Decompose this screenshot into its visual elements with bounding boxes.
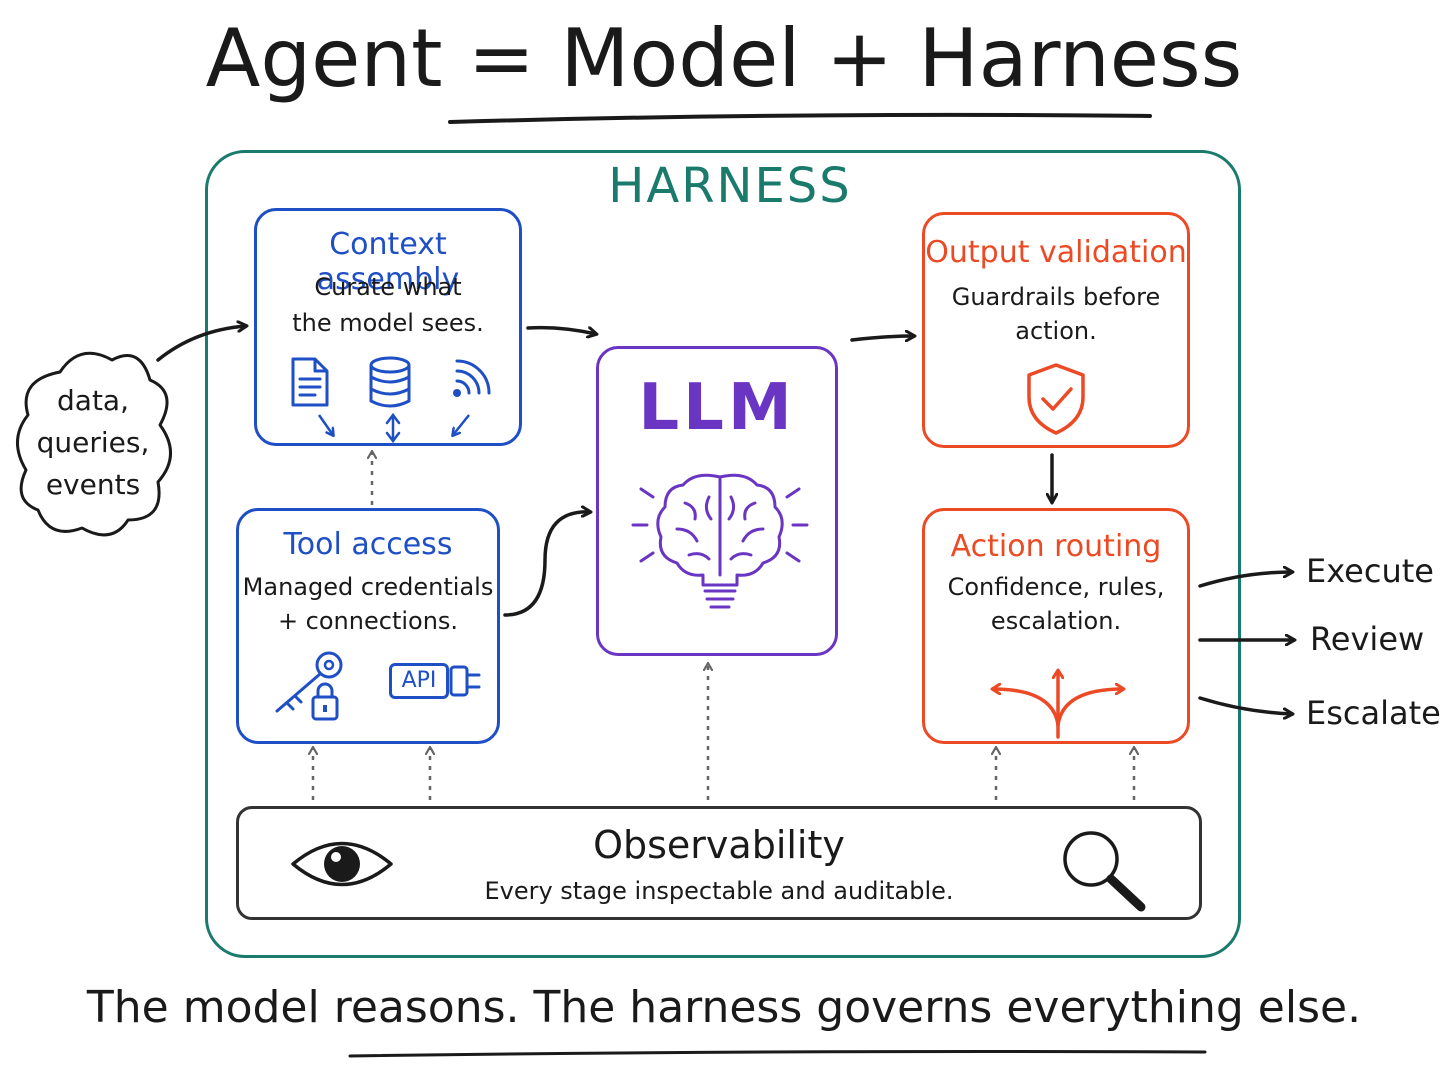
tool-access-desc-1: Managed credentials (242, 573, 494, 601)
arrow-to-escalate (1198, 696, 1292, 714)
context-assembly-desc-1: Curate what (314, 273, 462, 301)
document-icon (291, 357, 329, 407)
llm-box: LLM (596, 346, 838, 656)
llm-title: LLM (638, 371, 796, 445)
eye-icon (291, 841, 393, 887)
magnifier-icon (1063, 831, 1146, 912)
input-cloud-text: data, queries, events (28, 380, 158, 506)
observability-desc: Every stage inspectable and auditable. (484, 877, 954, 905)
database-icon (369, 356, 411, 408)
input-cloud (16, 351, 172, 537)
context-inflow-arrows-icon (317, 412, 470, 444)
output-execute: Execute (1306, 552, 1434, 590)
context-assembly-desc-2: the model sees. (292, 309, 484, 337)
footer-underline (348, 1050, 1207, 1058)
signal-icon (453, 359, 491, 397)
shield-check-icon (1027, 363, 1085, 435)
output-validation-title: Output validation (925, 235, 1187, 270)
output-validation-box: Output validation Guardrails before acti… (922, 212, 1190, 448)
output-review: Review (1310, 620, 1425, 658)
page-title: Agent = Model + Harness (205, 12, 1243, 105)
title-underline (448, 112, 1152, 124)
action-routing-desc-2: escalation. (990, 607, 1122, 635)
arrow-to-execute (1198, 572, 1292, 588)
harness-label: HARNESS (608, 158, 852, 214)
split-arrows-icon (983, 641, 1133, 739)
tool-access-desc-2: + connections. (277, 607, 459, 635)
input-line-2: queries, (36, 426, 150, 459)
action-routing-box: Action routing Confidence, rules, escala… (922, 508, 1190, 744)
footer-tagline: The model reasons. The harness governs e… (86, 982, 1362, 1033)
arrow-tool-to-llm (503, 512, 590, 617)
api-plug-icon: API (389, 663, 485, 703)
arrow-input-to-context (156, 326, 246, 362)
action-routing-title: Action routing (950, 529, 1162, 564)
output-escalate: Escalate (1306, 694, 1441, 732)
arrow-llm-to-validation (850, 336, 914, 340)
action-routing-desc-1: Confidence, rules, (947, 573, 1165, 601)
brain-lightbulb-icon (631, 473, 809, 609)
output-validation-desc-1: Guardrails before (951, 283, 1161, 311)
input-line-3: events (45, 468, 141, 501)
arrow-context-to-llm (526, 325, 596, 334)
input-line-1: data, (57, 384, 129, 417)
tool-access-title: Tool access (283, 527, 453, 562)
api-label: API (389, 663, 449, 699)
context-assembly-box: Context assembly Curate what the model s… (254, 208, 522, 446)
output-validation-desc-2: action. (1015, 317, 1097, 345)
context-assembly-title: Context assembly (316, 227, 460, 297)
tool-access-box: Tool access Managed credentials + connec… (236, 508, 500, 744)
key-lock-icon (275, 651, 343, 721)
observability-title: Observability (593, 823, 845, 867)
observability-box: Observability Every stage inspectable an… (236, 806, 1202, 920)
